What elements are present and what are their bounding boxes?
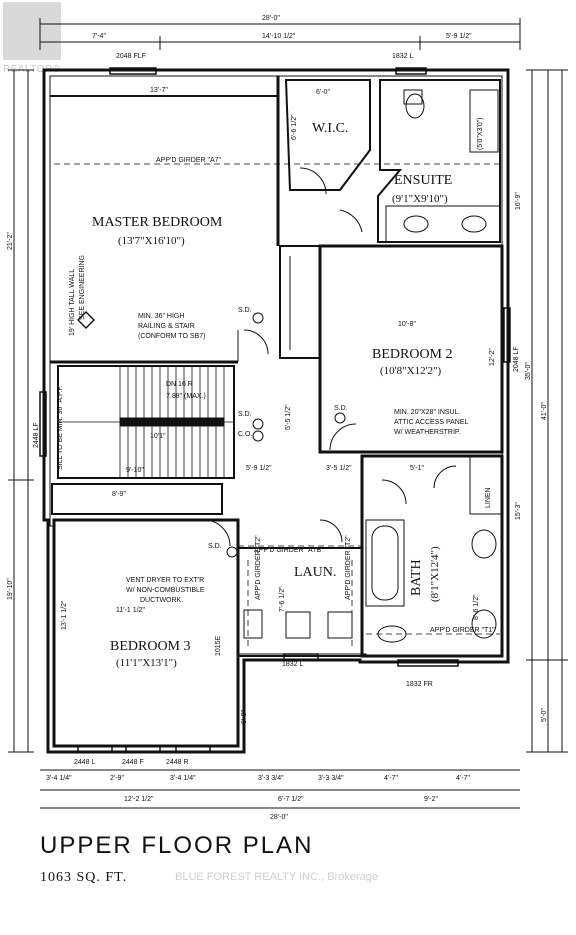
window-label-b3-2: 2448 F (122, 759, 144, 766)
sill-note: SILL TO BE MIN. 36" A.F.F. (57, 385, 64, 470)
attic-note-2: ATTIC ACCESS PANEL (394, 419, 469, 426)
sd-label-4: S.D. (208, 543, 222, 550)
window-label-laundry: 1832 L (282, 661, 304, 668)
dim-hall-width: 5'-9 1/2" (246, 465, 272, 472)
dim-stair-length: 9'-10" (126, 467, 144, 474)
window-label-b3-3: 2448 R (166, 759, 189, 766)
dim-laundry: 7'-6 1/2" (279, 586, 286, 612)
dim-bottom-row2-2: 6'-7 1/2" (278, 796, 304, 803)
dim-bath-width: 5'-1" (410, 465, 424, 472)
linen-label: LINEN (485, 487, 492, 508)
dim-top-right: 5'-9 1/2" (446, 33, 472, 40)
dim-right-4: 15'-3" (515, 502, 522, 520)
dim-bedroom3-width: 11'-1 1/2" (116, 607, 146, 614)
attic-note-3: W/ WEATHERSTRIP. (394, 429, 461, 436)
room-size-ensuite: (9'1"X9'10") (392, 193, 448, 205)
dim-top-left: 7'-4" (92, 33, 106, 40)
realtor-logo-mark (3, 2, 61, 60)
dim-closet-width: 8'-9" (112, 491, 126, 498)
dim-bedroom3-depth: 13'-1 1/2" (61, 600, 68, 630)
room-size-bedroom2: (10'8"X12'2") (380, 365, 442, 377)
dim-bedroom3-offset: 6'-0" (241, 710, 248, 724)
window-label-1: 2048 FLF (116, 53, 146, 60)
dim-closet: 3'-5 1/2" (326, 465, 352, 472)
dim-bottom-row2-3: 9'-2" (424, 796, 438, 803)
window-left (39, 391, 47, 457)
railing-note-2: RAILING & STAIR (138, 323, 195, 330)
dim-left-1: 21'-2" (7, 232, 14, 250)
room-name-bedroom3: BEDROOM 3 (110, 639, 191, 654)
room-name-ensuite: ENSUITE (394, 173, 452, 188)
dim-bottom-2: 2'-9" (110, 775, 124, 782)
dryer-note-3: DUCTWORK. (140, 597, 183, 604)
dim-top-mid: 14'-10 1/2" (262, 33, 296, 40)
sd-label-1: S.D. (238, 307, 252, 314)
window-label-b3-1: 2448 L (74, 759, 96, 766)
room-name-bedroom2: BEDROOM 2 (372, 347, 453, 362)
dim-wic-depth: 6'-6 1/2" (291, 114, 298, 140)
dim-bedroom2-width: 10'-8" (398, 321, 416, 328)
watermark: BLUE FOREST REALTY INC., Brokerage (175, 871, 378, 883)
window-label-right: 2048 LF (513, 346, 520, 372)
dim-overall-top: 28'-0" (262, 15, 280, 22)
dryer-note-2: W/ NON-COMBUSTIBLE (126, 587, 205, 594)
dim-bottom-7: 4'-7" (456, 775, 470, 782)
window-label-left: 2448 LF (33, 422, 40, 448)
shower-size: (5'0"X3'0") (477, 117, 484, 150)
girder-note-a7b: APP'D GIRDER "A7B" (254, 547, 324, 554)
window-top-1 (109, 67, 157, 75)
window-right (503, 307, 511, 363)
plan-area: 1063 SQ. FT. (40, 870, 128, 885)
attic-note-1: MIN. 20"X28" INSUL. (394, 409, 460, 416)
railing-note-3: (CONFORM TO SB7) (138, 333, 205, 340)
dim-bedroom2-depth: 12'-2" (489, 348, 496, 366)
dim-bottom-5: 3'-3 3/4" (318, 775, 344, 782)
window-top-2 (395, 67, 427, 75)
plan-title: UPPER FLOOR PLAN (40, 832, 314, 859)
room-name-laundry: LAUN. (294, 565, 336, 580)
sd-label-3: S.D. (238, 411, 252, 418)
dim-bath-depth: 8'-6 1/2" (473, 594, 480, 620)
exterior-wall (42, 68, 510, 754)
girder-note-t2: APP'D GIRDER "T2" (255, 535, 262, 600)
dim-right-1: 35'-0" (525, 362, 532, 380)
dim-right-5: 5'-0" (541, 708, 548, 722)
co-label: C.O. (238, 431, 252, 438)
dim-right-2: 41'-0" (541, 402, 548, 420)
sd-label-2: S.D. (334, 405, 348, 412)
girder-note-a7: APP'D GIRDER "A7" (156, 157, 222, 164)
dim-bottom-1: 3'-4 1/4" (46, 775, 72, 782)
dim-master-width: 13'-7" (150, 87, 168, 94)
dim-right-3: 16'-9" (515, 192, 522, 210)
room-name-wic: W.I.C. (312, 121, 348, 136)
window-label-2: 1832 L (392, 53, 414, 60)
dim-bottom-3: 3'-4 1/4" (170, 775, 196, 782)
girder-note-t2b: APP'D GIRDER "T2" (345, 535, 352, 600)
dim-left-2: 19'-10" (7, 578, 14, 600)
window-label-egress: 1015E (215, 635, 222, 656)
stair-note-2: 7.88" (MAX.) (166, 393, 206, 400)
stair-width: 10'1" (150, 433, 166, 440)
girder-note-t1: APP'D GIRDER "T1" (430, 627, 495, 634)
dim-hall: 5'-5 1/2" (285, 404, 292, 430)
room-size-bedroom3: (11'1"X13'1") (116, 657, 177, 669)
window-label-bath: 1832 FR (406, 681, 433, 688)
stair-note-1: DN 16 R (166, 381, 193, 388)
dryer-note-1: VENT DRYER TO EXT'R (126, 577, 204, 584)
wall-note-1: 19' HIGH TALL WALL (69, 269, 76, 336)
room-name-bath: BATH (409, 559, 424, 596)
dim-bottom-4: 3'-3 3/4" (258, 775, 284, 782)
dim-bottom-overall: 28'-0" (270, 814, 288, 821)
room-name-master: MASTER BEDROOM (92, 215, 223, 230)
wall-note-2: SEE ENGINEERING (79, 255, 86, 320)
dim-wic-width: 6'-0" (316, 89, 330, 96)
dim-bottom-6: 4'-7" (384, 775, 398, 782)
room-size-master: (13'7"X16'10") (118, 235, 185, 247)
dim-bottom-row2-1: 12'-2 1/2" (124, 796, 154, 803)
room-size-bath: (8'1"X12'4") (429, 546, 441, 602)
railing-note-1: MIN. 36" HIGH (138, 313, 184, 320)
